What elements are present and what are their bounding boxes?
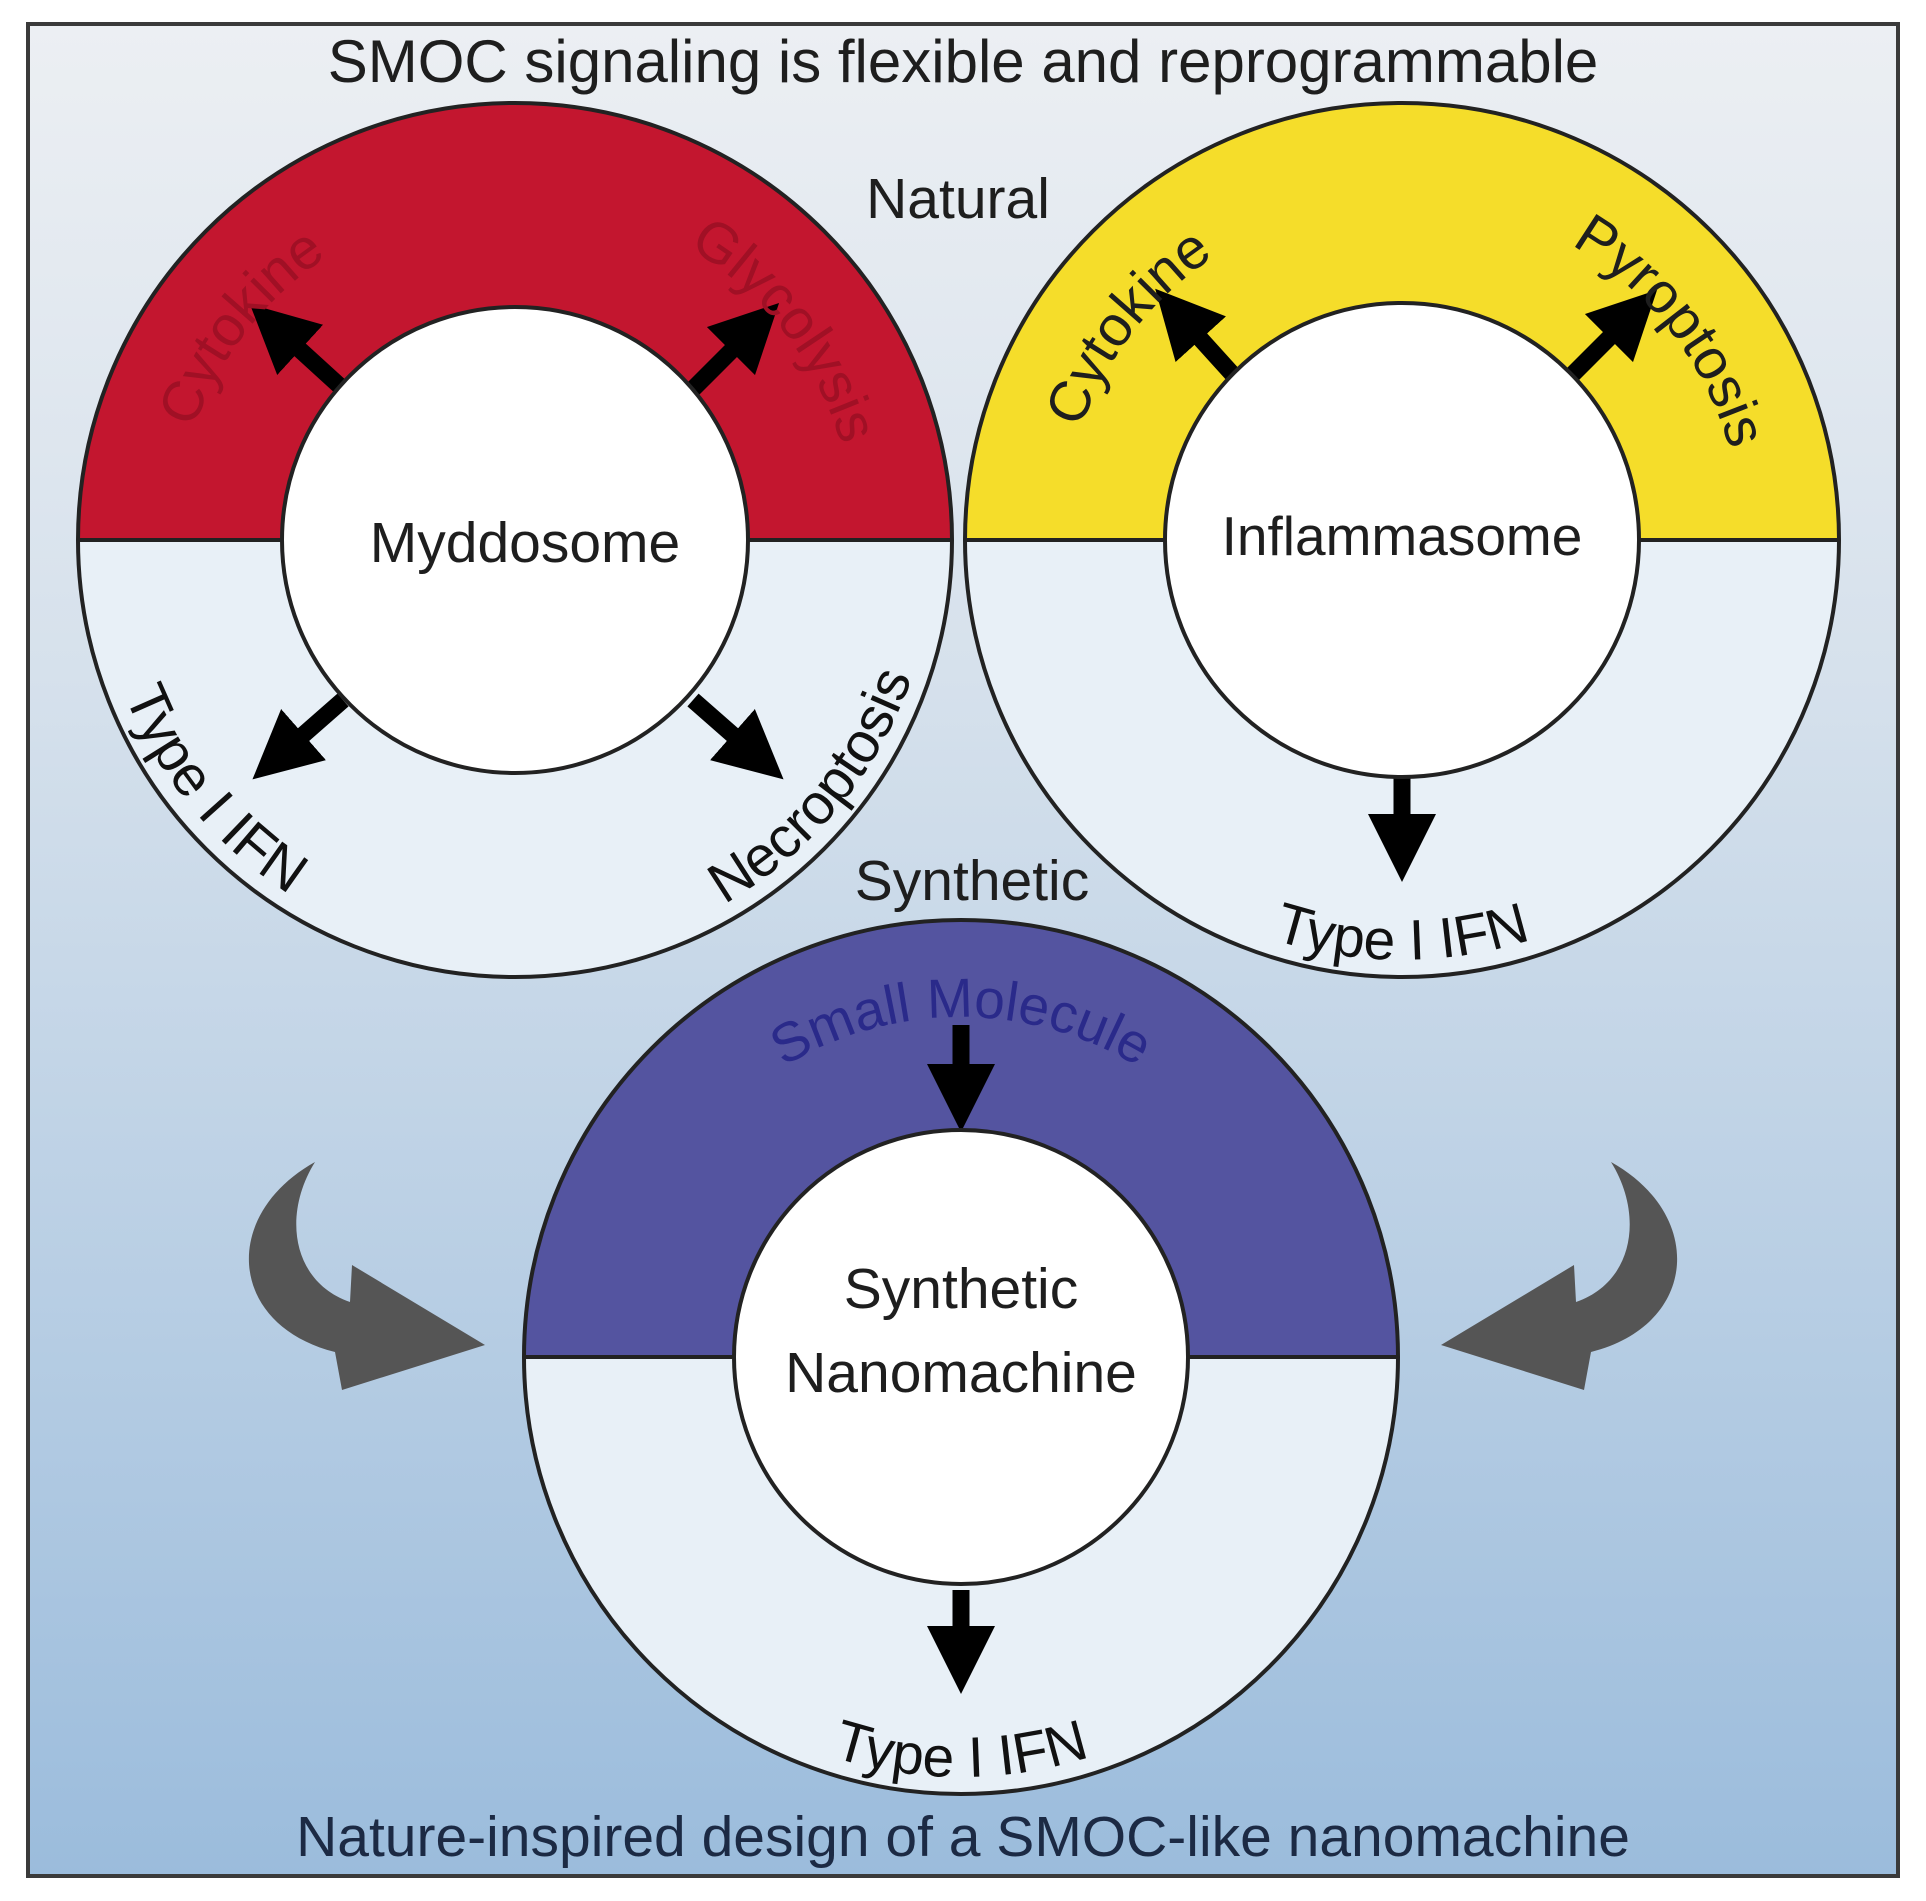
myddosome-label: Myddosome [370,511,680,575]
inflammasome-core [1163,301,1641,779]
inflammasome-label: Inflammasome [1222,505,1583,567]
inflammasome-complex: Inflammasome Cytokine Pyroptosis Type I … [963,101,1841,979]
nanomachine-label-line2: Nanomachine [785,1341,1137,1405]
inflammasome-arrow-cytokine [1155,288,1242,383]
myddosome-arrow-type-i-ifn [252,693,349,780]
myddosome-core [280,305,750,775]
myddosome-arrow-cytokine [249,304,349,396]
myddosome-arrow-necroptosis [687,693,784,780]
diagram-footer: Nature-inspired design of a SMOC-like na… [296,1805,1630,1869]
nanomachine-label-line1: Synthetic [844,1257,1078,1321]
nanomachine-complex: Synthetic Nanomachine Small Molecule Typ… [522,918,1400,1796]
myddosome-arrow-glycolysis [686,302,780,396]
natural-label: Natural [866,167,1050,231]
myddosome-complex: Myddosome Cytokine Glycolysis Type I IFN… [76,101,954,979]
synthetic-label: Synthetic [855,849,1089,913]
diagram-title: SMOC signaling is flexible and reprogram… [328,28,1599,95]
nanomachine-core [732,1128,1190,1586]
left-curved-arrow [248,1162,485,1390]
right-curved-arrow [1441,1162,1678,1390]
inflammasome-arrow-pyroptosis [1563,289,1658,384]
